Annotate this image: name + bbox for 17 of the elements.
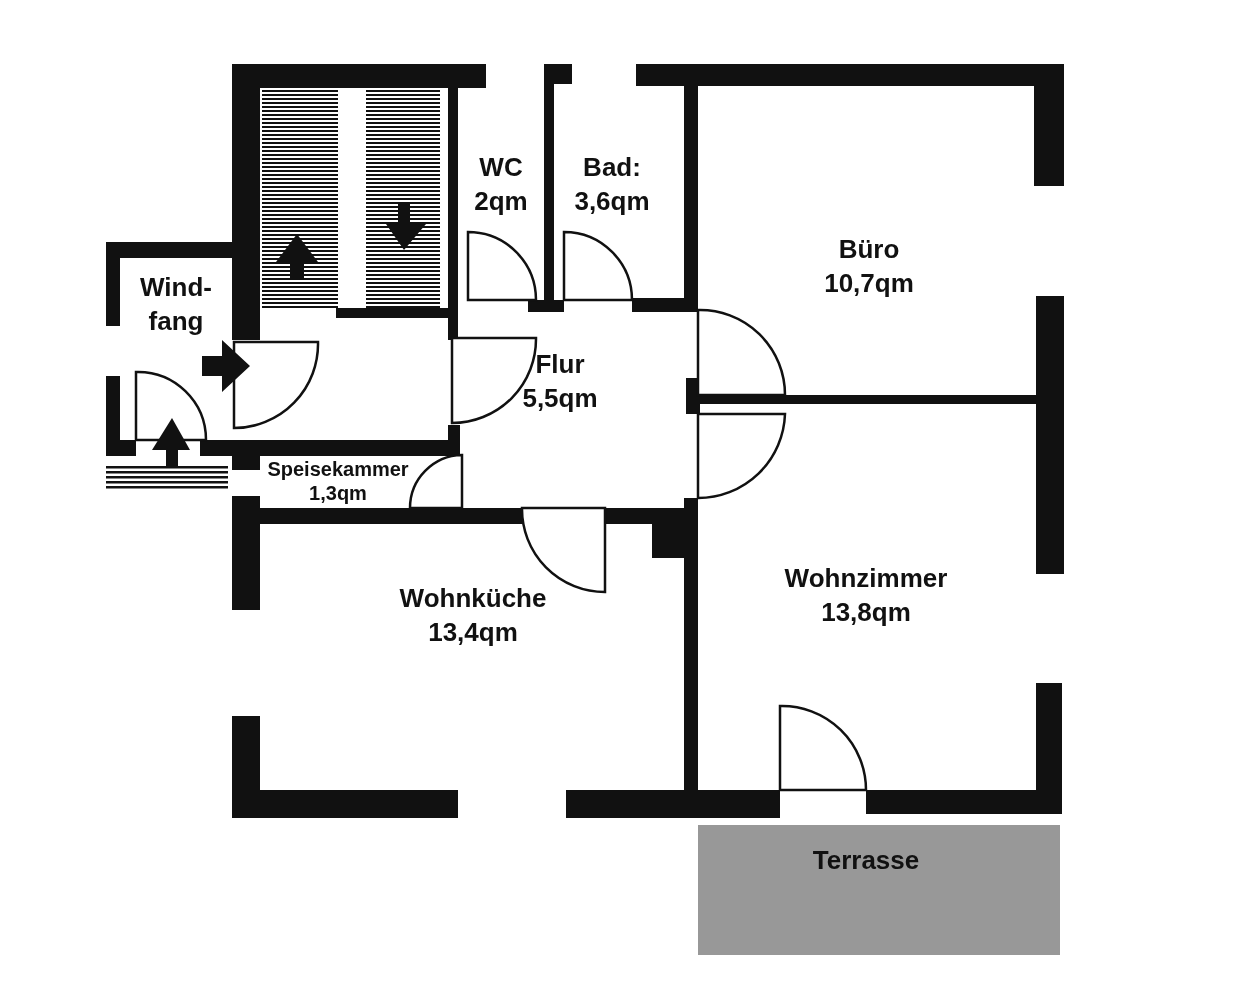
room-name: Bad: (583, 151, 641, 184)
room-name: Wohnzimmer (784, 562, 948, 595)
room-area-label: 2qm (474, 185, 528, 218)
room-area-label: 13,4qm (428, 616, 518, 649)
room-name: WC (479, 151, 523, 184)
room-area-label: 5,5qm (522, 382, 598, 415)
room-area-label: 1,3qm (309, 481, 367, 505)
room-area-label: 10,7qm (824, 267, 914, 300)
room-name: Wohnküche (399, 582, 547, 615)
terrace-area (698, 825, 1060, 955)
room-name: Büro (838, 233, 900, 266)
room-name: Flur (535, 348, 585, 381)
room-name: Speisekammer (267, 457, 409, 481)
room-area-label: 3,6qm (574, 185, 650, 218)
room-name: Wind- fang (139, 271, 213, 338)
room-area-label: 13,8qm (821, 596, 911, 629)
room-name: Terrasse (812, 844, 920, 877)
